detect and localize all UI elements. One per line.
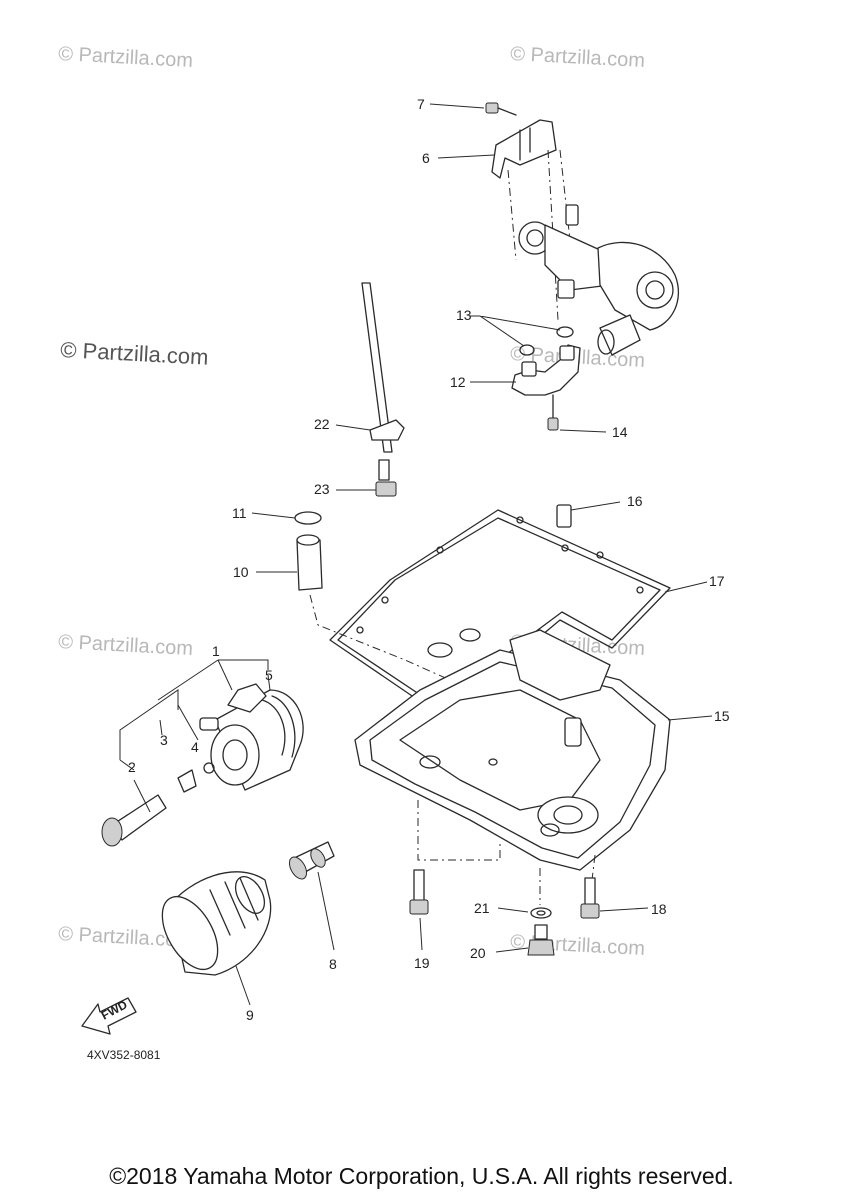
fwd-arrow: FWD bbox=[81, 997, 137, 1035]
callout-16: 16 bbox=[627, 493, 643, 509]
callout-7: 7 bbox=[417, 96, 425, 112]
callout-labels: 1 2 3 4 5 6 7 8 9 10 11 12 13 14 15 16 1… bbox=[128, 96, 730, 1023]
watermark: © Partzilla.com bbox=[58, 43, 194, 72]
callout-2: 2 bbox=[128, 759, 136, 775]
callout-19: 19 bbox=[414, 955, 430, 971]
callout-12: 12 bbox=[450, 374, 466, 390]
watermark: © Partzilla.com bbox=[60, 337, 209, 370]
callout-3: 3 bbox=[160, 732, 168, 748]
callout-18: 18 bbox=[651, 901, 667, 917]
diagram-code: 4XV352-8081 bbox=[87, 1048, 161, 1062]
oil-filter-assembly bbox=[161, 841, 335, 976]
callout-5: 5 bbox=[265, 667, 273, 683]
leader-lines bbox=[119, 103, 713, 1006]
callout-17: 17 bbox=[709, 573, 725, 589]
callout-1: 1 bbox=[212, 643, 220, 659]
watermark: © Partzilla.com bbox=[510, 43, 646, 72]
callout-11: 11 bbox=[232, 505, 247, 521]
callout-15: 15 bbox=[714, 708, 730, 724]
watermark: © Partzilla.com bbox=[58, 631, 194, 660]
oil-cooler-assembly bbox=[101, 683, 304, 847]
oil-pump-assembly bbox=[485, 102, 680, 356]
callout-8: 8 bbox=[329, 956, 337, 972]
callout-23: 23 bbox=[314, 481, 330, 497]
callout-14: 14 bbox=[612, 424, 628, 440]
callout-4: 4 bbox=[191, 739, 199, 755]
callout-21: 21 bbox=[474, 900, 490, 916]
strainer-pipe bbox=[361, 282, 405, 497]
collar-and-oring bbox=[294, 511, 471, 701]
copyright-notice: ©2018 Yamaha Motor Corporation, U.S.A. A… bbox=[109, 1163, 734, 1189]
oil-pipe-assembly bbox=[511, 326, 581, 431]
callout-10: 10 bbox=[233, 564, 249, 580]
pan-bolts bbox=[409, 504, 600, 956]
callout-9: 9 bbox=[246, 1007, 254, 1023]
callout-20: 20 bbox=[470, 945, 486, 961]
callout-22: 22 bbox=[314, 416, 330, 432]
callout-13: 13 bbox=[456, 307, 472, 323]
oil-pan bbox=[354, 629, 671, 905]
callout-6: 6 bbox=[422, 150, 430, 166]
